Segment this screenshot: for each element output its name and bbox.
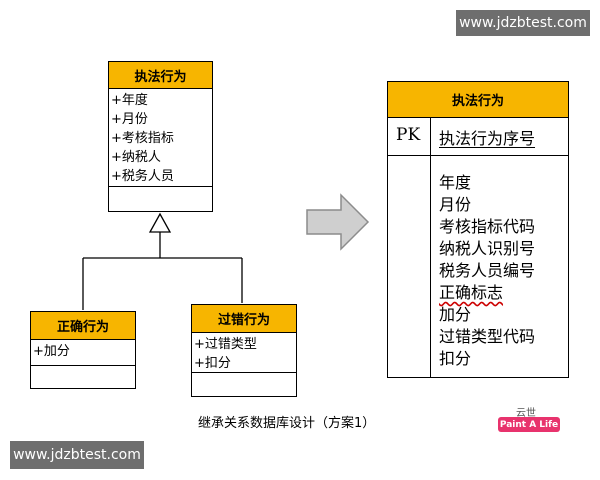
db-table-box: 执法行为 PK 执法行为序号 年度 月份 考核指标代码 纳税人识别号 税务人员编… [387, 81, 569, 378]
correct-behavior-class-box: 正确行为 +加分 [30, 311, 136, 389]
db-table-name: 执法行为 [388, 82, 568, 118]
table-field: 纳税人识别号 [439, 239, 536, 258]
attribute: +纳税人 [111, 150, 161, 165]
pk-column-divider [430, 118, 431, 377]
table-field: 考核指标代码 [439, 217, 536, 236]
watermark-bottom: www.jdzbtest.com [10, 441, 144, 469]
error-behavior-divider [192, 372, 296, 373]
attribute: +年度 [111, 93, 148, 108]
spellcheck-underlined-field: 正确标志 [439, 283, 504, 302]
db-table-fields: 年度 月份 考核指标代码 纳税人识别号 税务人员编号 正确标志 加分 过错类型代… [439, 172, 535, 370]
error-behavior-class-box: 过错行为 +过错类型 +扣分 [191, 304, 297, 397]
attribute: +扣分 [194, 356, 231, 371]
correct-behavior-attributes: +加分 [31, 340, 135, 361]
error-behavior-attributes: +过错类型 +扣分 [192, 333, 296, 373]
logo-subtext: 云世 [516, 408, 536, 419]
parent-class-box: 执法行为 +年度 +月份 +考核指标 +纳税人 +税务人员 [108, 61, 213, 212]
table-field: 加分 [439, 305, 472, 324]
parent-class-name: 执法行为 [109, 62, 212, 89]
correct-behavior-class-name: 正确行为 [31, 312, 135, 340]
table-field: 扣分 [439, 349, 472, 368]
attribute: +税务人员 [111, 169, 174, 184]
watermark-top: www.jdzbtest.com [456, 10, 590, 36]
attribute: +月份 [111, 112, 148, 127]
attribute: +考核指标 [111, 131, 174, 146]
table-field: 年度 [439, 173, 472, 192]
diagram-caption: 继承关系数据库设计（方案1） [198, 416, 376, 431]
transform-arrow-icon [306, 193, 370, 251]
pk-row: PK 执法行为序号 [388, 118, 568, 156]
attribute: +过错类型 [194, 337, 257, 352]
table-field: 过错类型代码 [439, 327, 536, 346]
pk-label: PK [396, 125, 421, 145]
table-field: 税务人员编号 [439, 261, 536, 280]
error-behavior-class-name: 过错行为 [192, 305, 296, 333]
attribute: +加分 [33, 344, 70, 359]
pk-field: 执法行为序号 [439, 129, 536, 148]
table-field: 月份 [439, 195, 472, 214]
parent-class-attributes: +年度 +月份 +考核指标 +纳税人 +税务人员 [109, 89, 212, 186]
logo-text: Paint A Life [498, 417, 560, 432]
brand-logo: 云世 Paint A Life [498, 404, 560, 434]
parent-class-divider [109, 186, 212, 187]
inheritance-triangle [148, 212, 172, 233]
table-field: 正确标志 [439, 282, 535, 304]
correct-behavior-divider [31, 365, 135, 366]
